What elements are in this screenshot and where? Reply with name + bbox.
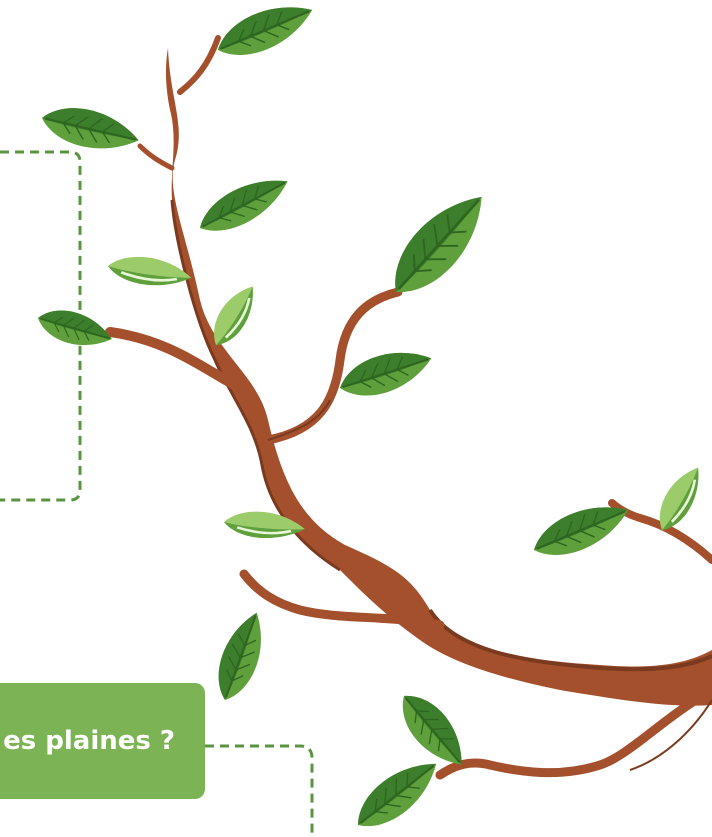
leaf-icon — [347, 749, 448, 837]
question-box: es plaines ? — [0, 683, 205, 799]
leaf-icon — [211, 0, 320, 67]
leaf-icon — [192, 166, 296, 243]
dashed-connector-bottom — [205, 746, 312, 837]
leaf-icon — [378, 181, 500, 309]
leaf-icon — [34, 303, 116, 354]
leaf-icon — [208, 607, 273, 706]
tree-branch-illustration — [110, 38, 712, 775]
leaf-icon — [38, 100, 143, 158]
leaf-icon — [334, 341, 437, 406]
question-text: es plaines ? — [3, 726, 175, 756]
leaf-icon — [106, 252, 193, 291]
